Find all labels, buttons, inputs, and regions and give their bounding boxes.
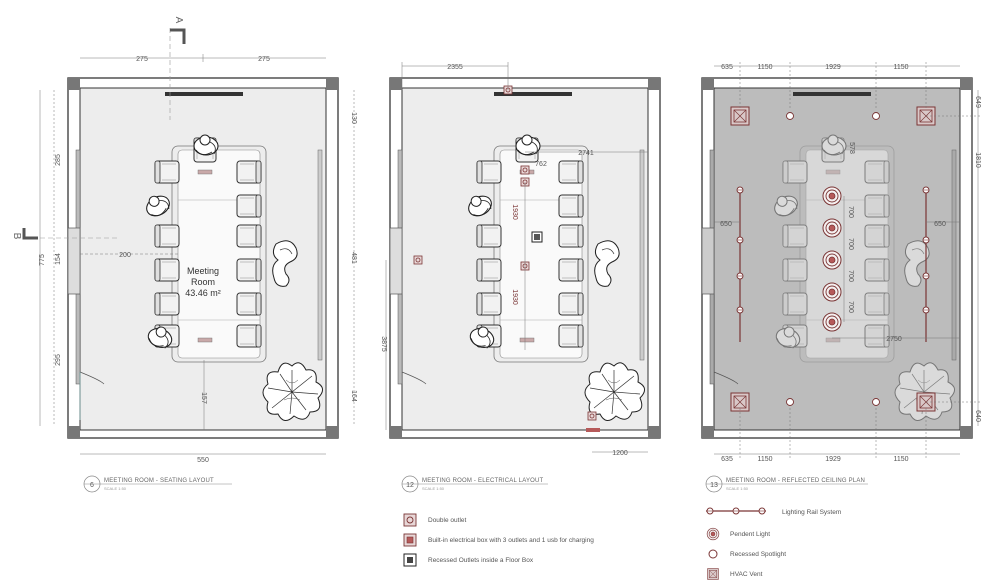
lighting-rail-icon xyxy=(706,507,766,515)
seating-plan-scale: SCALE 1:50 xyxy=(104,486,127,491)
electrical-title-block xyxy=(401,475,548,493)
dim-ceil-pendant-4: 700 xyxy=(847,301,854,313)
dim-right-1: 130 xyxy=(350,112,357,124)
reflected-ceiling-plan xyxy=(701,62,982,458)
double-outlet-icon xyxy=(403,513,417,527)
dim-ceil-top-3: 1929 xyxy=(825,64,841,71)
dim-center-v: 157 xyxy=(200,392,207,404)
dim-elec-right-top: 2741 xyxy=(578,150,594,157)
dim-ceil-top-small: 578 xyxy=(848,142,855,154)
section-marker-a: A xyxy=(173,17,184,24)
dim-top-left: 275 xyxy=(136,56,148,63)
dim-elec-left: 3875 xyxy=(380,336,387,352)
dim-top-right: 275 xyxy=(258,56,270,63)
section-marker-b: B xyxy=(11,233,22,240)
dim-left-3: 295 xyxy=(55,354,62,366)
legend-lighting-rail: Lighting Rail System xyxy=(782,509,841,516)
legend-double-outlet: Double outlet xyxy=(428,517,466,524)
floor-box-icon xyxy=(403,553,417,567)
ceiling-title-block xyxy=(705,475,868,493)
dim-ceil-top-2: 1150 xyxy=(757,64,772,71)
dim-ceil-top-4: 1150 xyxy=(893,64,908,71)
dim-ceil-long: 2750 xyxy=(886,336,902,343)
recessed-spotlight-icon xyxy=(708,549,718,559)
ceiling-plan-title: MEETING ROOM - REFLECTED CEILING PLAN xyxy=(726,478,865,484)
dim-ceil-pendant-2: 700 xyxy=(847,238,854,250)
dim-right-3: 164 xyxy=(350,390,357,402)
room-area: 43.46 m² xyxy=(185,288,221,298)
legend-floor-box: Recessed Outlets inside a Floor Box xyxy=(428,557,534,564)
dim-ceil-right-rail: 650 xyxy=(934,221,946,228)
room-name: Meeting xyxy=(187,266,219,276)
dim-ceil-right-2: 1810 xyxy=(974,152,981,168)
dim-elec-top: 2355 xyxy=(447,64,463,71)
dim-ceil-top-1: 635 xyxy=(721,64,733,71)
seating-layout-plan xyxy=(16,28,355,455)
dim-ceil-right-3: 640 xyxy=(974,410,981,422)
dim-bottom: 550 xyxy=(197,457,209,464)
room-name-2: Room xyxy=(191,277,215,287)
electrical-plan-scale: SCALE 1:50 xyxy=(422,486,445,491)
ceiling-plan-number: 13 xyxy=(710,482,718,489)
dim-left-1: 285 xyxy=(55,154,62,166)
seating-plan-number: 6 xyxy=(90,482,94,489)
dim-elec-v1: 1930 xyxy=(511,204,518,220)
pendant-light-icon xyxy=(706,527,720,541)
legend-recessed-spotlight: Recessed Spotlight xyxy=(730,551,786,558)
seating-title-block xyxy=(83,475,232,493)
dim-ceil-left-rail: 650 xyxy=(720,221,732,228)
dim-ceil-bottom-1: 635 xyxy=(721,456,733,463)
legend-hvac-vent: HVAC Vent xyxy=(730,571,763,578)
dim-right-2: 481 xyxy=(350,252,357,264)
text-layer: A B 275 275 550 285 154 295 775 130 481 … xyxy=(11,17,981,578)
electrical-plan-number: 12 xyxy=(406,482,414,489)
legend-built-in-box: Built-in electrical box with 3 outlets a… xyxy=(428,537,594,544)
dim-ceil-pendant-1: 700 xyxy=(847,206,854,218)
dim-ceil-right-1: 649 xyxy=(974,96,981,108)
ceiling-plan-scale: SCALE 1:50 xyxy=(726,486,749,491)
legend-pendant-light: Pendent Light xyxy=(730,531,770,538)
dim-left-total: 775 xyxy=(39,254,46,266)
dim-ceil-bottom-3: 1929 xyxy=(825,456,841,463)
dim-center-h: 200 xyxy=(119,252,131,259)
electrical-plan-title: MEETING ROOM - ELECTRICAL LAYOUT xyxy=(422,478,544,484)
dim-elec-bottom: 1200 xyxy=(612,450,628,457)
seating-plan-title: MEETING ROOM - SEATING LAYOUT xyxy=(104,478,214,484)
electrical-layout-plan xyxy=(385,62,661,453)
built-in-electrical-box-icon xyxy=(403,533,417,547)
dim-elec-small: 762 xyxy=(535,161,547,168)
dim-elec-v2: 1930 xyxy=(511,289,518,305)
dim-left-2: 154 xyxy=(55,253,62,265)
dim-ceil-bottom-2: 1150 xyxy=(757,456,772,463)
dim-ceil-bottom-4: 1150 xyxy=(893,456,908,463)
hvac-vent-icon xyxy=(707,568,719,580)
dim-ceil-pendant-3: 700 xyxy=(847,270,854,282)
